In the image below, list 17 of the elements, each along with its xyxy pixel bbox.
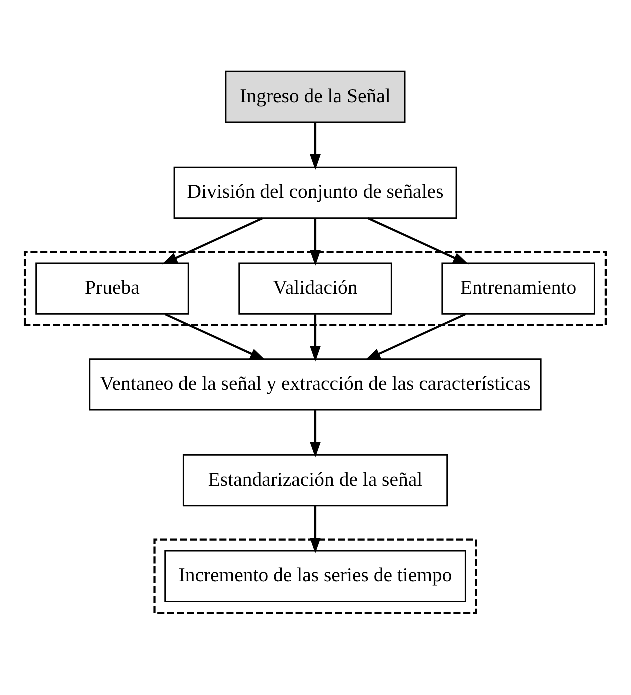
node-box: Prueba [36, 262, 190, 314]
arrow [310, 122, 321, 170]
node-box: Validación [238, 262, 392, 314]
arrow [162, 217, 264, 264]
arrow [310, 218, 321, 266]
arrow [365, 312, 466, 360]
node-box: Incremento de las series de tiempo [164, 550, 466, 602]
node-box: Ingreso de la Señal [225, 70, 406, 123]
arrow [310, 410, 321, 458]
node-box: División del conjunto de señales [174, 166, 458, 218]
arrow [310, 506, 321, 554]
node-box: Entrenamiento [442, 262, 596, 314]
arrow [368, 217, 469, 264]
node-box: Ventaneo de la señal y extracción de las características [89, 358, 542, 410]
arrow [164, 312, 266, 360]
node-box: Estandarización de la señal [182, 454, 448, 506]
arrow [310, 314, 321, 362]
